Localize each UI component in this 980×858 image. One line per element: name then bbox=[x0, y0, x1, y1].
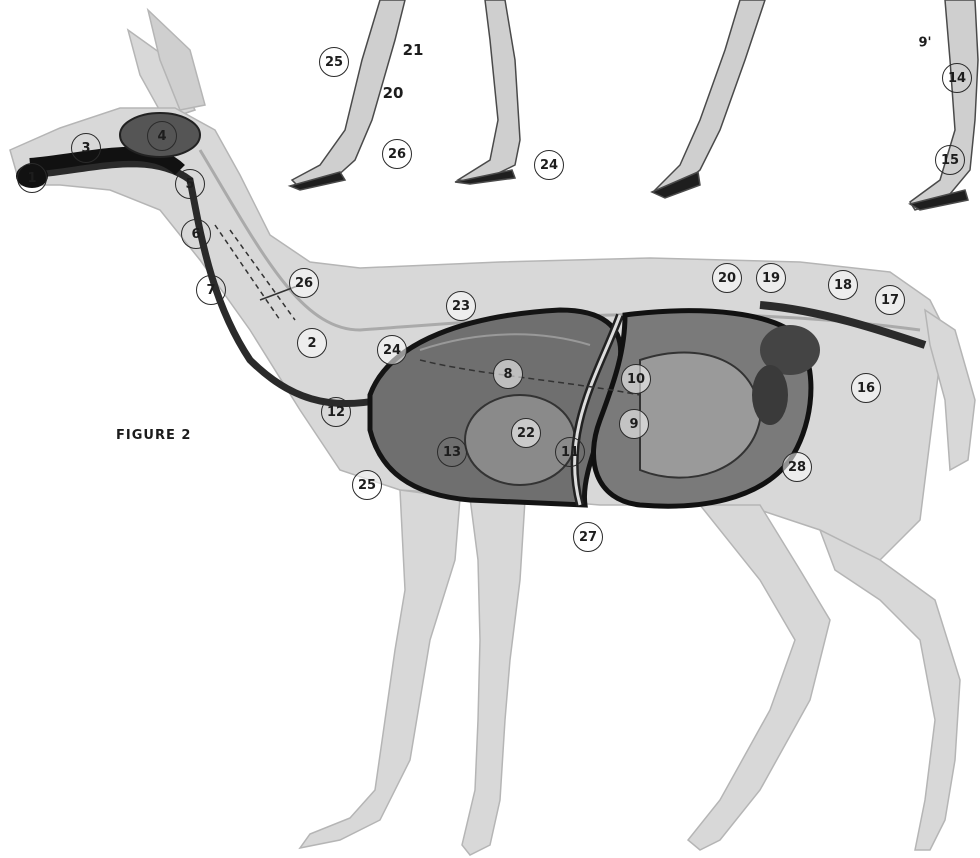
callout-7: 7 bbox=[196, 275, 226, 305]
callout-25-leg: 25 bbox=[319, 47, 349, 77]
callout-24-hoof: 24 bbox=[534, 150, 564, 180]
callout-11: 11 bbox=[555, 437, 585, 467]
callout-23: 23 bbox=[446, 291, 476, 321]
callout-24: 24 bbox=[377, 335, 407, 365]
label-9-prime: 9' bbox=[918, 36, 931, 51]
figure1-legs bbox=[290, 0, 978, 210]
callout-27: 27 bbox=[573, 522, 603, 552]
callout-16: 16 bbox=[851, 373, 881, 403]
callout-12: 12 bbox=[321, 397, 351, 427]
callout-26: 26 bbox=[289, 268, 319, 298]
callout-18: 18 bbox=[828, 270, 858, 300]
callout-25: 25 bbox=[352, 470, 382, 500]
callout-14: 14 bbox=[942, 63, 972, 93]
callout-26-leg: 26 bbox=[382, 139, 412, 169]
callout-15: 15 bbox=[935, 145, 965, 175]
callout-2: 2 bbox=[297, 328, 327, 358]
callout-3: 3 bbox=[71, 133, 101, 163]
callout-17: 17 bbox=[875, 285, 905, 315]
callout-6: 6 bbox=[181, 219, 211, 249]
callout-4: 4 bbox=[147, 121, 177, 151]
callout-1: 1 bbox=[17, 163, 47, 193]
callout-5: 5 bbox=[175, 169, 205, 199]
callout-20: 20 bbox=[712, 263, 742, 293]
figure-title: FIGURE 2 bbox=[116, 428, 191, 443]
callout-19: 19 bbox=[756, 263, 786, 293]
callout-13: 13 bbox=[437, 437, 467, 467]
callout-9: 9 bbox=[619, 409, 649, 439]
callout-8: 8 bbox=[493, 359, 523, 389]
callout-10: 10 bbox=[621, 364, 651, 394]
label-20-leg: 20 bbox=[383, 84, 404, 102]
callout-22: 22 bbox=[511, 418, 541, 448]
label-21: 21 bbox=[403, 41, 424, 59]
callout-28: 28 bbox=[782, 452, 812, 482]
